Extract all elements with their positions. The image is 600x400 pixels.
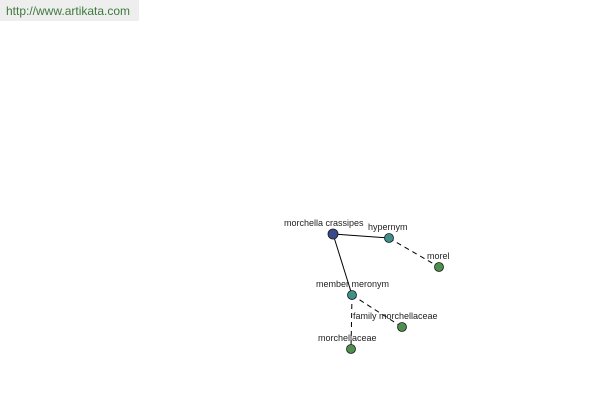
node-label-member-meronym: member meronym xyxy=(316,279,389,289)
edge-member-meronym-to-family-morchellaceae xyxy=(351,294,403,328)
node-label-hypernym: hypernym xyxy=(368,222,408,232)
node-member-meronym[interactable] xyxy=(347,290,357,300)
node-hypernym[interactable] xyxy=(384,233,394,243)
node-label-family-morchellaceae: family morchellaceae xyxy=(353,311,438,321)
edge-member-meronym-to-morchellaceae xyxy=(350,294,353,350)
node-label-morel: morel xyxy=(427,251,450,261)
edge-root-to-member-meronym xyxy=(332,233,353,296)
edge-root-to-hypernym xyxy=(332,233,390,239)
node-family-morchellaceae[interactable] xyxy=(397,322,407,332)
nodes-layer xyxy=(327,228,444,354)
node-label-morchellaceae: morchellaceae xyxy=(318,333,377,343)
node-morchellaceae[interactable] xyxy=(346,344,356,354)
node-root[interactable] xyxy=(327,228,339,240)
edges-layer xyxy=(332,233,440,350)
url-banner: http://www.artikata.com xyxy=(0,0,139,21)
edge-hypernym-to-morel xyxy=(388,237,440,268)
node-morel[interactable] xyxy=(434,262,444,272)
node-label-root: morchella crassipes xyxy=(284,218,364,228)
labels-layer: morchella crassipes hypernym morel member m… xyxy=(284,218,450,343)
site-url-link[interactable]: http://www.artikata.com xyxy=(6,4,131,18)
